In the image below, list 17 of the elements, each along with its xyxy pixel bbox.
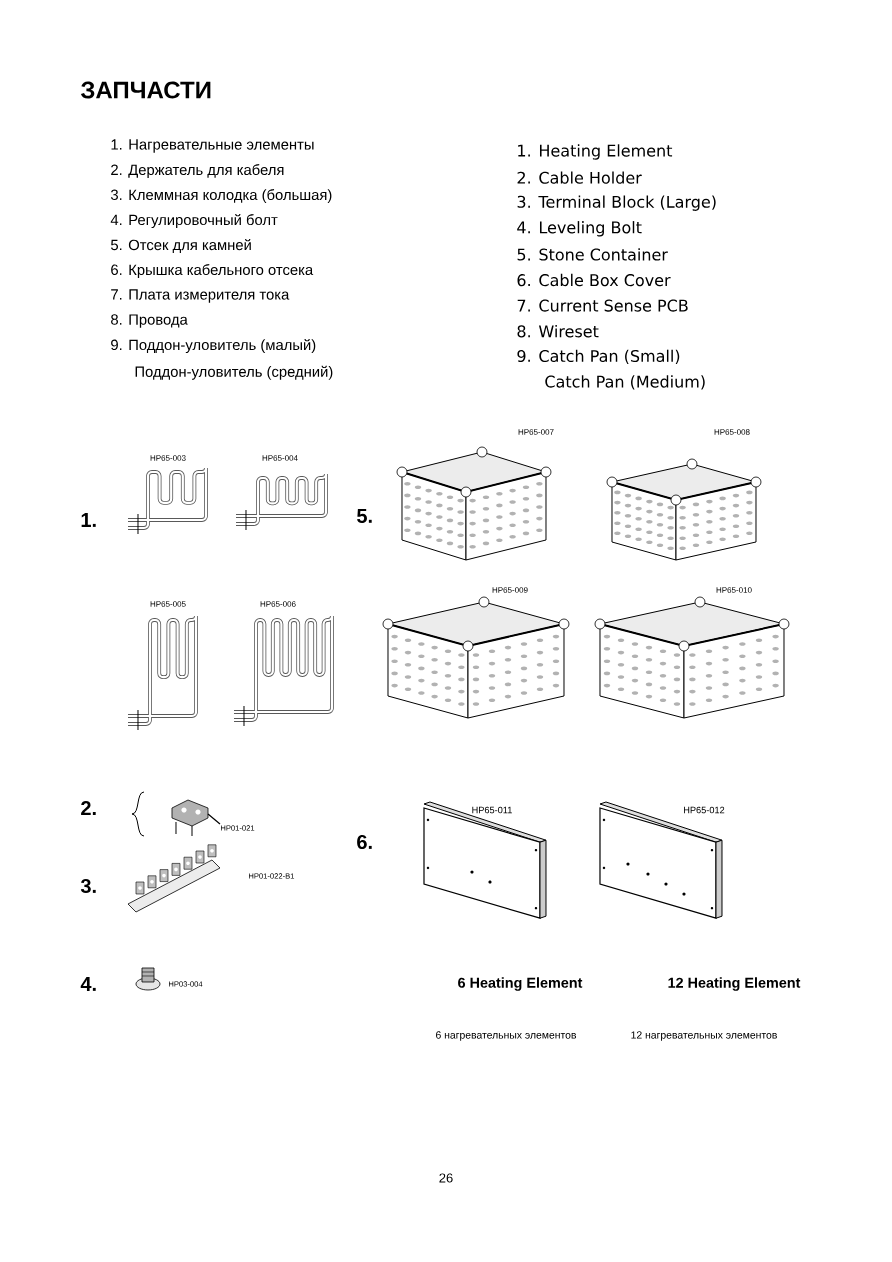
callout-number: 6.: [357, 834, 372, 850]
list-item: 7. Current Sense PCB: [517, 299, 688, 312]
list-item: Catch Pan (Medium): [545, 375, 705, 390]
list-item: 2. Cable Holder: [517, 171, 642, 184]
callout-number: 2.: [81, 801, 96, 815]
list-item: 1. Heating Element: [518, 144, 673, 160]
callout-number: 4.: [80, 977, 96, 991]
list-item: 5. Stone Container: [517, 248, 668, 261]
list-item: 6. Cable Box Cover: [517, 273, 671, 287]
list-item: 4. Leveling Bolt: [517, 221, 642, 237]
page-title: ЗАПЧАСТИ: [80, 81, 211, 99]
callout-number: 1.: [81, 513, 96, 527]
list-item: 8. Wireset: [517, 325, 599, 338]
list-item: 9. Catch Pan (Small): [517, 349, 680, 364]
callout-number: 5.: [357, 509, 372, 523]
callout-number: 3.: [80, 878, 96, 894]
list-item: 3. Terminal Block (Large): [517, 195, 716, 211]
